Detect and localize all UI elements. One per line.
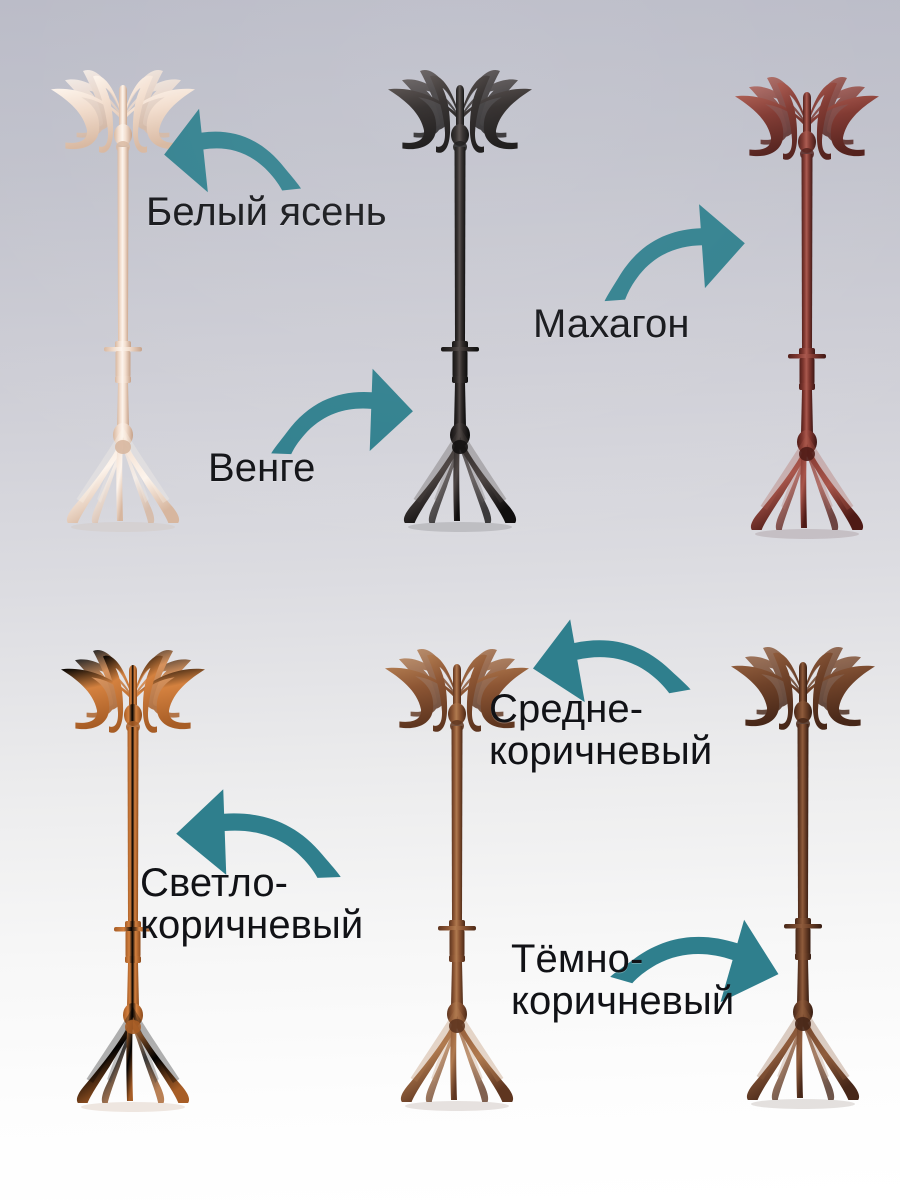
coat-rack-tyomno-korichnevyy: [718, 628, 888, 1126]
arrow-to-belyy-yasen: [152, 89, 302, 203]
label-sredne-korichnevyy: Средне- коричневый: [489, 687, 713, 773]
arrow-to-sredne-korichnevyy: [517, 591, 692, 717]
arrow-to-svetlo-korichnevyy: [166, 775, 341, 883]
coat-rack-sredne-korichnevyy: [372, 630, 542, 1128]
label-mahagon: Махагон: [533, 302, 690, 346]
coat-rack-venge: [375, 55, 545, 545]
arrow-to-tyomno-korichnevyy: [609, 879, 801, 1024]
label-svetlo-korichnevyy: Светло- коричневый: [140, 861, 364, 947]
coat-rack-svetlo-korichnevyy: [48, 635, 218, 1125]
coat-rack-belyy-yasen: [38, 55, 208, 545]
arrow-to-venge: [270, 355, 421, 458]
coat-rack-mahagon: [722, 62, 892, 552]
arrow-to-mahagon: [597, 191, 756, 302]
label-venge: Венге: [208, 446, 316, 490]
label-tyomno-korichnevyy: Тёмно- коричневый: [511, 937, 735, 1023]
label-belyy-yasen: Белый ясень: [146, 190, 387, 234]
